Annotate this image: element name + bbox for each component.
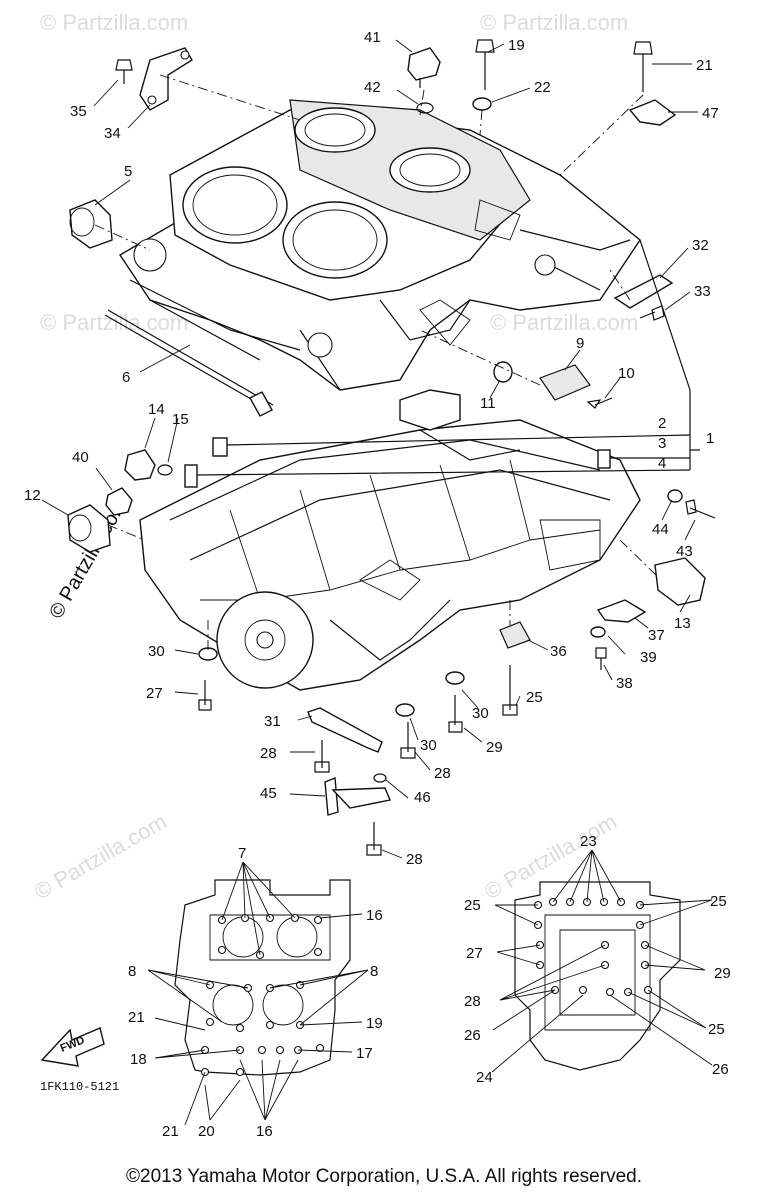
callout-31: 31 bbox=[264, 713, 281, 730]
upper-crankcase bbox=[119, 99, 641, 391]
callout-21: 21 bbox=[696, 57, 713, 74]
callout-47: 47 bbox=[702, 105, 719, 122]
callout-26-right: 26 bbox=[712, 1061, 729, 1078]
callout-36: 36 bbox=[550, 643, 567, 660]
callout-4: 4 bbox=[658, 455, 666, 472]
loose-parts-upper bbox=[67, 39, 716, 856]
callout-32: 32 bbox=[692, 237, 709, 254]
callout-19: 19 bbox=[508, 37, 525, 54]
callout-29: 29 bbox=[486, 739, 503, 756]
callout-13: 13 bbox=[674, 615, 691, 632]
callout-46: 46 bbox=[414, 789, 431, 806]
callout-9: 9 bbox=[576, 335, 584, 352]
callout-30-right: 30 bbox=[472, 705, 489, 722]
callout-35: 35 bbox=[70, 103, 87, 120]
callout-27: 27 bbox=[146, 685, 163, 702]
callout-21-left: 21 bbox=[128, 1009, 145, 1026]
callout-19-right: 19 bbox=[366, 1015, 383, 1032]
callout-25-right-low: 25 bbox=[708, 1021, 725, 1038]
lower-crankcase bbox=[139, 389, 641, 691]
callout-30: 30 bbox=[148, 643, 165, 660]
callout-25-right: 25 bbox=[710, 893, 727, 910]
watermark-top-right: © Partzilla.com bbox=[480, 10, 628, 35]
callout-40: 40 bbox=[72, 449, 89, 466]
watermark-top-left: © Partzilla.com bbox=[40, 10, 188, 35]
callout-21-bottom: 21 bbox=[162, 1123, 179, 1140]
callout-7: 7 bbox=[238, 845, 246, 862]
callout-20: 20 bbox=[198, 1123, 215, 1140]
bolt-pattern-upper-case bbox=[147, 861, 369, 1126]
callout-2: 2 bbox=[658, 415, 666, 432]
callout-43: 43 bbox=[676, 543, 693, 560]
callout-37: 37 bbox=[648, 627, 665, 644]
callout-28-mid: 28 bbox=[434, 765, 451, 782]
callout-10: 10 bbox=[618, 365, 635, 382]
callout-28-low: 28 bbox=[406, 851, 423, 868]
watermark-low-left: © Partzilla.com bbox=[30, 809, 171, 905]
callout-14: 14 bbox=[148, 401, 165, 418]
diagram-code: 1FK110-5121 bbox=[40, 1080, 119, 1094]
watermark-mid-right: © Partzilla.com bbox=[490, 310, 638, 335]
callout-labels: 35 34 5 41 42 19 22 21 47 32 33 6 9 10 1… bbox=[24, 29, 731, 1140]
callout-33: 33 bbox=[694, 283, 711, 300]
callout-1: 1 bbox=[706, 430, 714, 447]
callout-8-left: 8 bbox=[128, 963, 136, 980]
callout-28-right-diagram: 28 bbox=[464, 993, 481, 1010]
callout-25: 25 bbox=[526, 689, 543, 706]
callout-24: 24 bbox=[476, 1069, 493, 1086]
watermark-low-right: © Partzilla.com bbox=[480, 809, 621, 905]
copyright-notice: ©2013 Yamaha Motor Corporation, U.S.A. A… bbox=[126, 1166, 642, 1187]
callout-18: 18 bbox=[130, 1051, 147, 1068]
callout-23: 23 bbox=[580, 833, 597, 850]
callout-30-mid: 30 bbox=[420, 737, 437, 754]
callout-44: 44 bbox=[652, 521, 669, 538]
callout-17: 17 bbox=[356, 1045, 373, 1062]
callout-15: 15 bbox=[172, 411, 189, 428]
callout-42: 42 bbox=[364, 79, 381, 96]
callout-11: 11 bbox=[480, 395, 496, 412]
callout-16: 16 bbox=[366, 907, 383, 924]
callout-45: 45 bbox=[260, 785, 277, 802]
callout-38: 38 bbox=[616, 675, 633, 692]
callout-8-right: 8 bbox=[370, 963, 378, 980]
callout-39: 39 bbox=[640, 649, 657, 666]
callout-27-right-diagram: 27 bbox=[466, 945, 483, 962]
leader-lines bbox=[41, 39, 700, 859]
callout-5: 5 bbox=[124, 163, 132, 180]
bolt-pattern-lower-case bbox=[491, 849, 713, 1073]
callout-12: 12 bbox=[24, 487, 41, 504]
callout-3: 3 bbox=[658, 435, 666, 452]
callout-34: 34 bbox=[104, 125, 121, 142]
callout-28: 28 bbox=[260, 745, 277, 762]
callout-16-bottom: 16 bbox=[256, 1123, 273, 1140]
callout-22: 22 bbox=[534, 79, 551, 96]
fwd-arrow: FWD bbox=[40, 1027, 105, 1067]
callout-6: 6 bbox=[122, 369, 130, 386]
callout-26-left: 26 bbox=[464, 1027, 481, 1044]
callout-29-right-diagram: 29 bbox=[714, 965, 731, 982]
callout-25-left: 25 bbox=[464, 897, 481, 914]
callout-41: 41 bbox=[364, 29, 381, 46]
